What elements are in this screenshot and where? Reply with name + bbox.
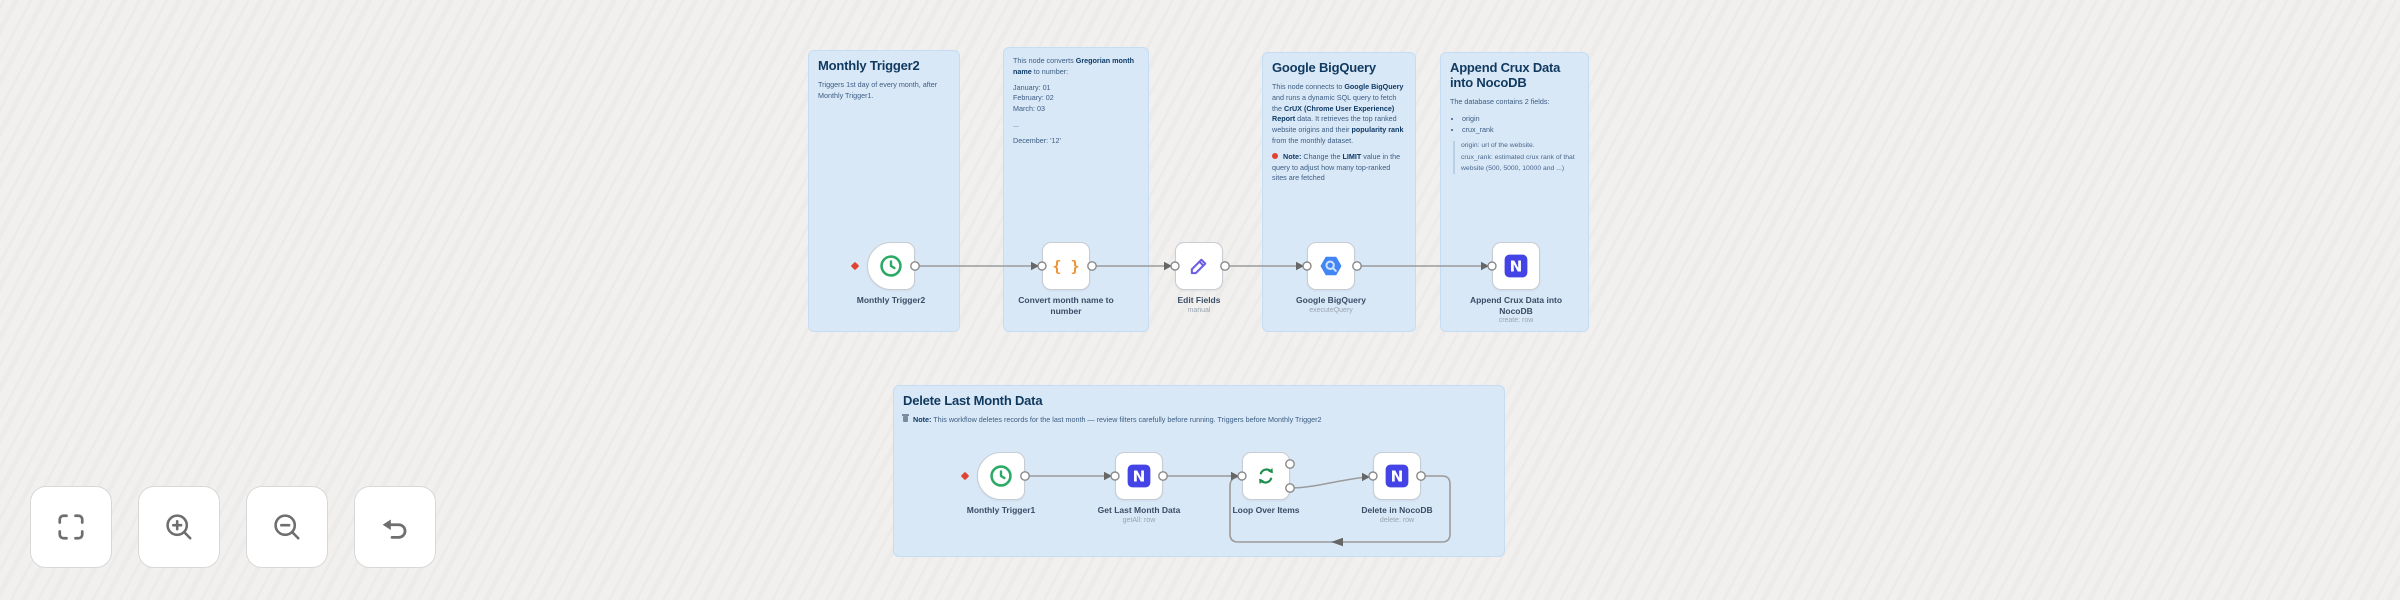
zoom-in-icon xyxy=(166,514,192,540)
node-label: Convert month name to number xyxy=(1018,295,1114,316)
sticky-body: Note: This workflow deletes records for … xyxy=(902,414,1495,426)
node-box[interactable] xyxy=(867,242,915,290)
node-loop-over-items[interactable]: Loop Over Items xyxy=(1232,452,1300,515)
nocodb-icon: N xyxy=(1385,464,1409,488)
node-box[interactable] xyxy=(1307,242,1355,290)
loop-arrows-icon xyxy=(1259,467,1273,485)
nocodb-icon: N xyxy=(1127,464,1151,488)
node-box[interactable] xyxy=(1242,452,1290,500)
fit-view-icon xyxy=(58,514,84,540)
node-box[interactable]: N xyxy=(1115,452,1163,500)
arrowhead xyxy=(1164,261,1172,271)
canvas-controls xyxy=(30,486,436,568)
svg-text:N: N xyxy=(1510,257,1523,275)
node-box[interactable]: N xyxy=(1373,452,1421,500)
clock-icon xyxy=(990,465,1012,487)
code-braces-icon: { } xyxy=(1053,257,1079,275)
node-box[interactable] xyxy=(1175,242,1223,290)
zoom-out-button[interactable] xyxy=(246,486,328,568)
svg-text:{ }: { } xyxy=(1053,257,1079,275)
undo-icon xyxy=(382,519,407,539)
node-label: Monthly Trigger1 xyxy=(966,505,1036,515)
svg-text:N: N xyxy=(1133,467,1146,485)
bigquery-hexagon-icon xyxy=(1320,256,1342,276)
svg-text:N: N xyxy=(1391,467,1404,485)
reset-zoom-button[interactable] xyxy=(354,486,436,568)
sticky-body: Triggers 1st day of every month, after M… xyxy=(818,79,938,100)
node-monthly-trigger2[interactable]: Monthly Trigger2 xyxy=(857,242,925,305)
node-box[interactable]: { } xyxy=(1042,242,1090,290)
sticky-title: Append Crux Data into NocoDB xyxy=(1450,60,1561,90)
zoom-out-icon xyxy=(274,514,300,540)
clock-icon xyxy=(880,255,902,277)
pin-icon xyxy=(1272,153,1278,160)
sticky-title: Monthly Trigger2 xyxy=(818,58,920,73)
zoom-to-fit-button[interactable] xyxy=(30,486,112,568)
sticky-body: This node converts Gregorian month name … xyxy=(1013,56,1135,145)
node-box[interactable] xyxy=(977,452,1025,500)
zoom-in-button[interactable] xyxy=(138,486,220,568)
sticky-title: Delete Last Month Data xyxy=(903,393,1043,408)
sticky-title: Google BigQuery xyxy=(1272,60,1376,75)
sticky-note-append-crux[interactable]: Append Crux Data into NocoDB The databas… xyxy=(1440,52,1589,332)
pencil-icon xyxy=(1190,258,1207,275)
nocodb-icon: N xyxy=(1504,254,1528,278)
sticky-body: This node connects to Google BigQuery an… xyxy=(1272,81,1404,183)
sticky-note-google-bigquery[interactable]: Google BigQuery This node connects to Go… xyxy=(1262,52,1416,332)
node-convert-month-name[interactable]: { } Convert month name to number xyxy=(1018,242,1114,316)
node-monthly-trigger1[interactable]: Monthly Trigger1 xyxy=(967,452,1035,515)
node-label: Loop Over Items xyxy=(1232,505,1300,515)
node-box[interactable]: N xyxy=(1492,242,1540,290)
node-label: Monthly Trigger2 xyxy=(856,295,926,305)
trash-icon xyxy=(902,414,909,423)
sticky-body: The database contains 2 fields:origincru… xyxy=(1450,97,1579,175)
